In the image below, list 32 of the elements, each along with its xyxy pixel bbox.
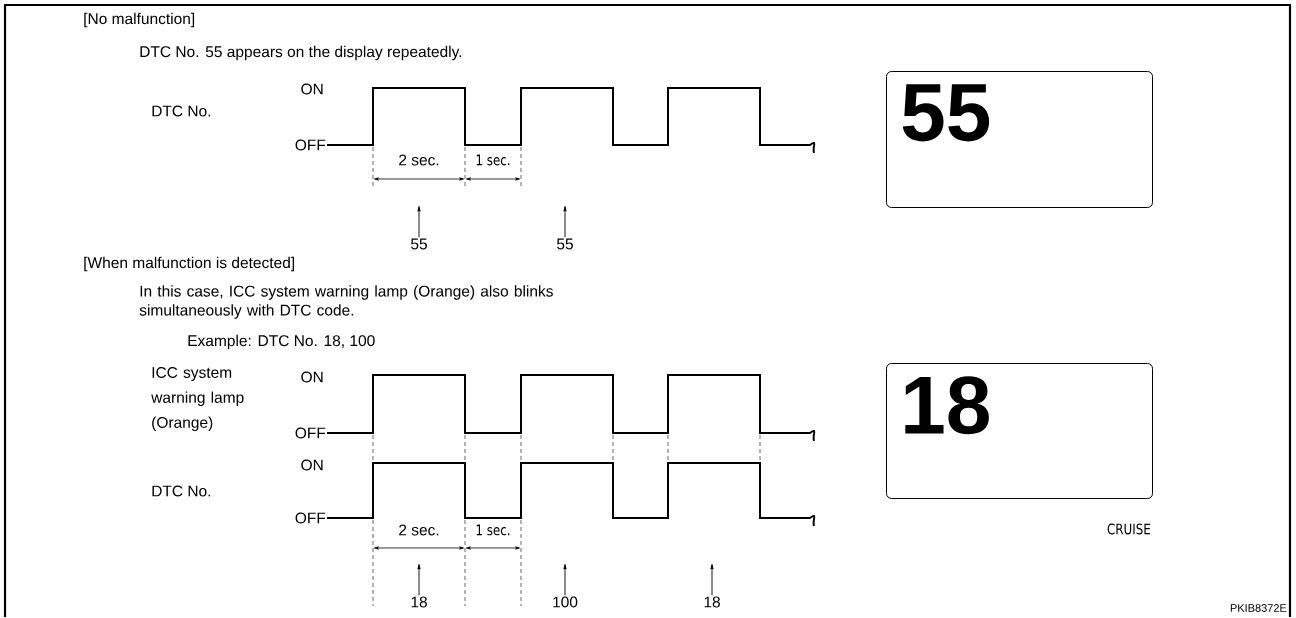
arrow — [710, 563, 714, 596]
level-label: OFF — [295, 427, 326, 439]
heading: [No malfunction] — [84, 12, 195, 28]
duration-label: 1 sec. — [476, 524, 510, 536]
duration-label: 2 sec. — [399, 154, 439, 166]
callout-number: 55 — [411, 238, 427, 250]
figure-code: PKIB8372E — [1230, 604, 1287, 612]
signal-label: DTC No. — [152, 105, 211, 117]
signal-label: DTC No. — [152, 485, 211, 497]
indicator-label: CRUISE — [1107, 523, 1151, 535]
description: In this case, ICC system warning lamp (Orange) also blinks simultaneously with DTC code. — [139, 285, 553, 319]
callout-number: 18 — [411, 596, 427, 608]
level-label: ON — [301, 459, 323, 471]
level-label: ON — [301, 371, 323, 383]
callout-number: 55 — [557, 238, 573, 250]
display-box: 18 — [886, 363, 1153, 499]
example-text: Example: DTC No. 18, 100 — [188, 334, 375, 350]
arrow — [563, 206, 567, 238]
callout-number: 100 — [553, 596, 578, 608]
level-label: ON — [301, 83, 323, 95]
display-box: 55 — [886, 71, 1153, 208]
description: DTC No. 55 appears on the display repeatedly. — [140, 45, 462, 61]
level-label: OFF — [295, 139, 326, 151]
duration-label: 2 sec. — [399, 524, 439, 536]
arrow — [417, 563, 421, 596]
callout-number: 18 — [704, 596, 720, 608]
duration-label: 1 sec. — [476, 154, 510, 166]
level-label: OFF — [295, 512, 326, 524]
signal-label: ICC system warning lamp (Orange) — [151, 366, 244, 431]
heading: [When malfunction is detected] — [84, 256, 294, 272]
arrow — [563, 563, 567, 596]
arrow — [417, 206, 421, 238]
